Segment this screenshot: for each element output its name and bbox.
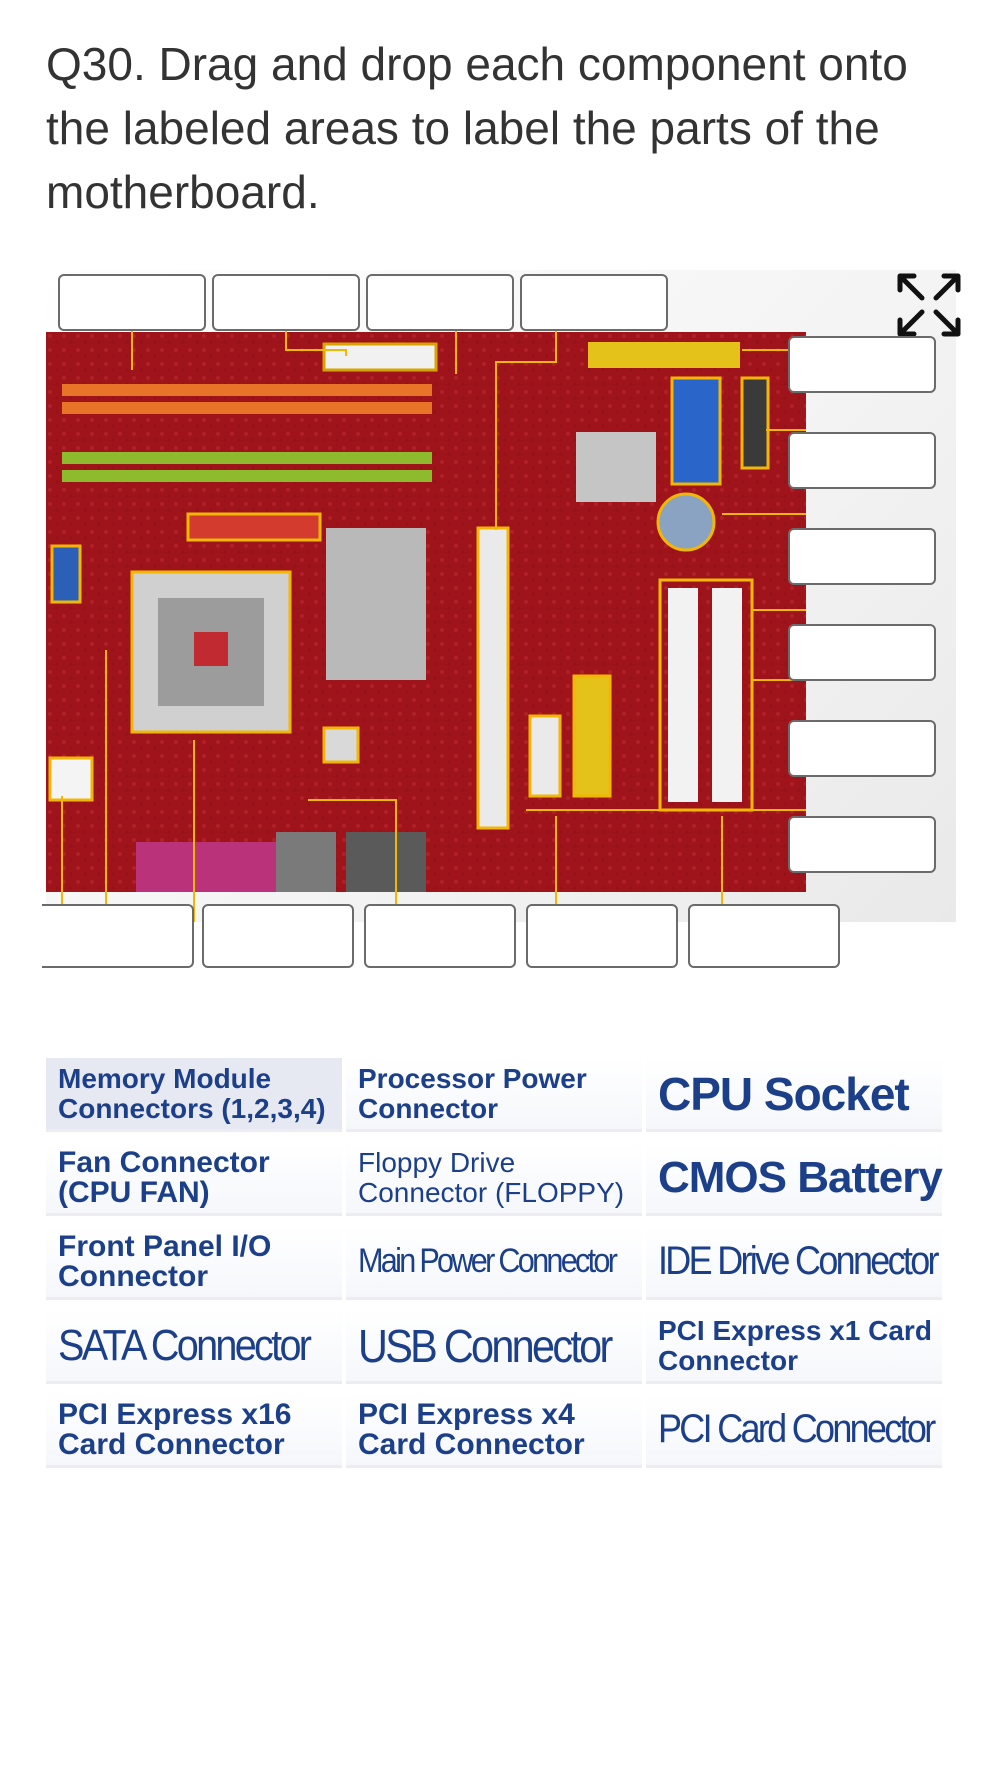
motherboard-diagram	[42, 270, 961, 992]
drop-zone-top-1[interactable]	[58, 274, 206, 331]
drop-zone-right-6[interactable]	[788, 816, 936, 873]
component-label: USB Connector	[358, 1319, 613, 1372]
drop-zone-right-2[interactable]	[788, 432, 936, 489]
component-label: Main Power Connector	[358, 1242, 618, 1280]
component-label: CMOS Battery	[658, 1152, 943, 1202]
component-label: Fan Connector (CPU FAN)	[58, 1145, 270, 1209]
drop-zone-top-4[interactable]	[520, 274, 668, 331]
component-cmos-battery[interactable]: CMOS Battery	[646, 1142, 943, 1216]
drop-zone-bottom-1[interactable]	[42, 904, 194, 968]
component-floppy-connector[interactable]: Floppy Drive Connector (FLOPPY)	[346, 1142, 642, 1216]
drop-zone-top-2[interactable]	[212, 274, 360, 331]
component-cpu-socket[interactable]: CPU Socket	[646, 1058, 942, 1132]
component-label: Floppy Drive Connector (FLOPPY)	[358, 1146, 625, 1208]
component-label: PCI Express x16 Card Connector	[58, 1397, 292, 1461]
drop-zone-bottom-3[interactable]	[364, 904, 516, 968]
drop-zone-bottom-5[interactable]	[688, 904, 840, 968]
component-label: IDE Drive Connector	[658, 1239, 940, 1283]
motherboard-image	[46, 332, 806, 892]
component-usb-connector[interactable]: USB Connector	[346, 1310, 642, 1384]
component-label: PCI Express x4 Card Connector	[358, 1397, 585, 1461]
question-text: Q30. Drag and drop each component onto t…	[46, 38, 908, 218]
component-pci-card[interactable]: PCI Card Connector	[646, 1394, 942, 1468]
component-label: PCI Express x1 Card Connector	[658, 1314, 932, 1376]
component-front-panel[interactable]: Front Panel I/O Connector	[46, 1226, 342, 1300]
drop-zone-right-4[interactable]	[788, 624, 936, 681]
component-pcie-x16[interactable]: PCI Express x16 Card Connector	[46, 1394, 342, 1468]
component-main-power[interactable]: Main Power Connector	[346, 1226, 642, 1300]
component-label: CPU Socket	[658, 1067, 910, 1120]
drop-zone-right-3[interactable]	[788, 528, 936, 585]
component-fan-connector[interactable]: Fan Connector (CPU FAN)	[46, 1142, 342, 1216]
drop-zone-top-3[interactable]	[366, 274, 514, 331]
component-ide-connector[interactable]: IDE Drive Connector	[646, 1226, 942, 1300]
drop-zone-bottom-2[interactable]	[202, 904, 354, 968]
component-pcie-x1[interactable]: PCI Express x1 Card Connector	[646, 1310, 942, 1384]
component-memory-modules[interactable]: Memory Module Connectors (1,2,3,4)	[46, 1058, 342, 1132]
expand-arrows-icon[interactable]	[894, 270, 964, 340]
component-label: Front Panel I/O Connector	[58, 1229, 272, 1293]
component-sata-connector[interactable]: SATA Connector	[46, 1310, 342, 1384]
component-label: Processor Power Connector	[358, 1062, 587, 1124]
drop-zone-right-1[interactable]	[788, 336, 936, 393]
component-processor-power[interactable]: Processor Power Connector	[346, 1058, 642, 1132]
drop-zone-bottom-4[interactable]	[526, 904, 678, 968]
component-label: Memory Module Connectors (1,2,3,4)	[58, 1062, 326, 1124]
component-pcie-x4[interactable]: PCI Express x4 Card Connector	[346, 1394, 642, 1468]
component-label: SATA Connector	[58, 1320, 312, 1370]
component-label: PCI Card Connector	[658, 1407, 936, 1451]
drop-zone-right-5[interactable]	[788, 720, 936, 777]
